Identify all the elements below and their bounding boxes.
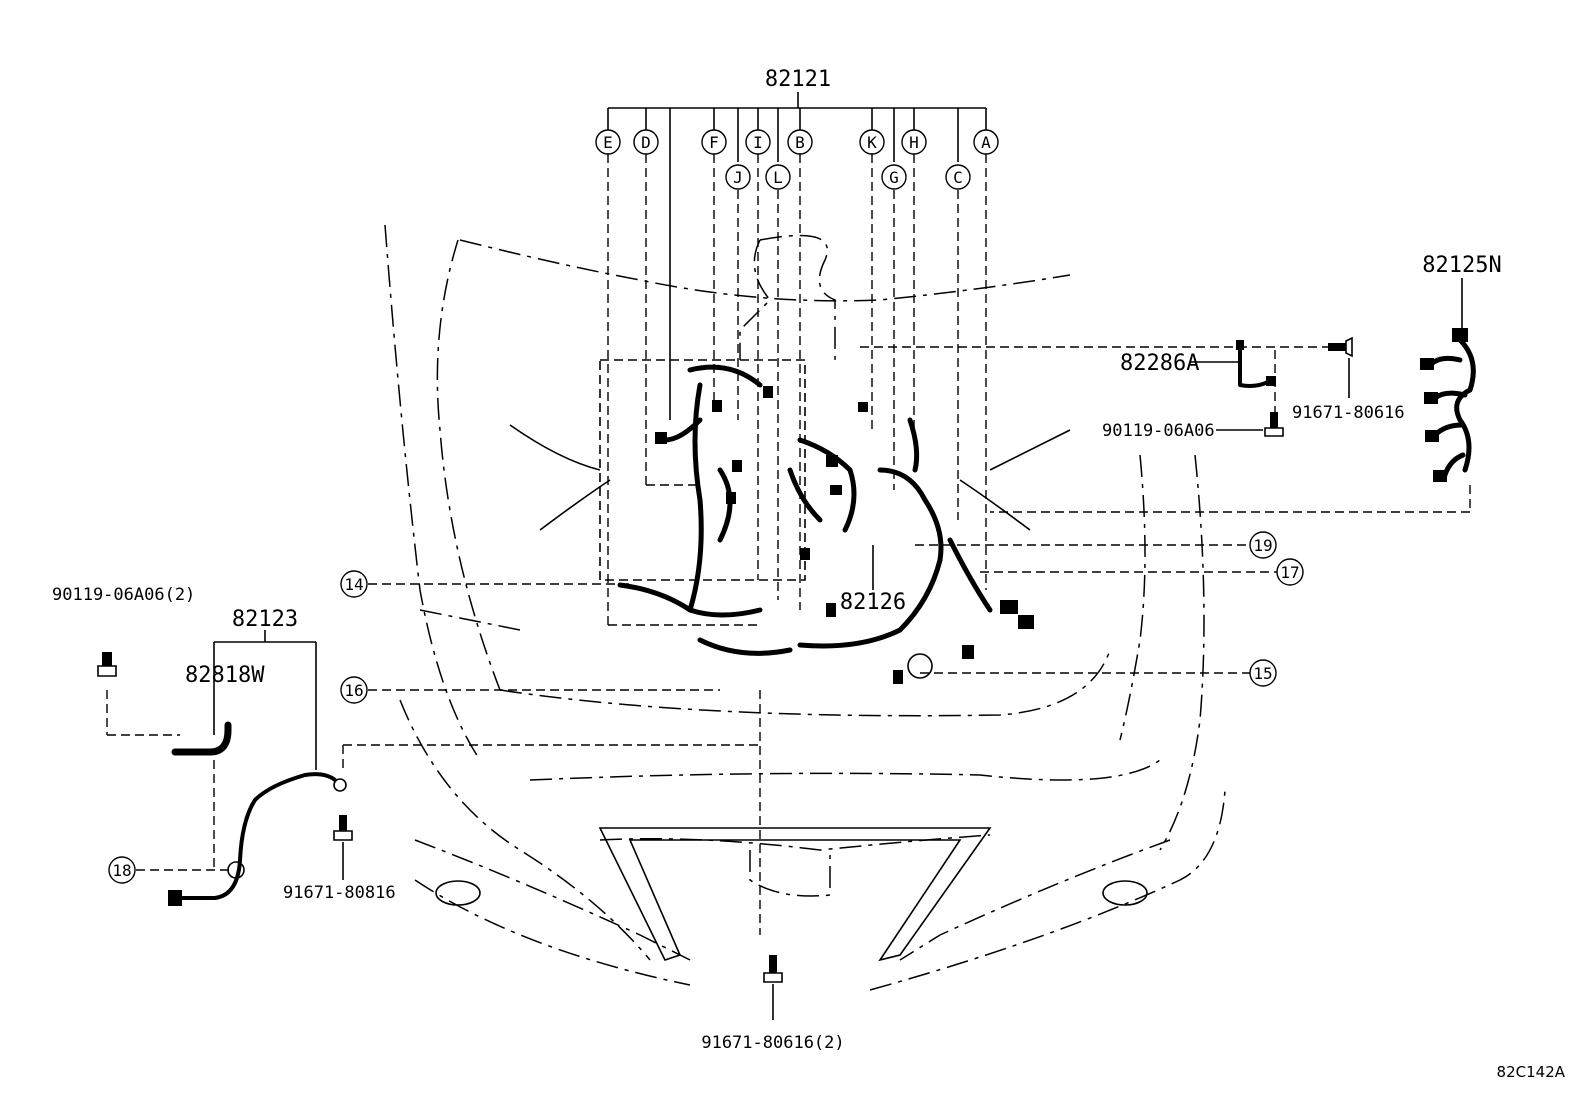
- callout-16: 16: [340, 676, 368, 704]
- label-91671-80616-top: 91671-80616: [1292, 403, 1405, 423]
- svg-text:B: B: [795, 133, 805, 152]
- connector-letter-j: J: [725, 164, 751, 190]
- callout-18: 18: [108, 856, 136, 884]
- ground-strap-82286a-drawing: [860, 336, 1353, 437]
- svg-text:E: E: [603, 133, 613, 152]
- label-82125n: 82125N: [1422, 253, 1501, 278]
- label-82286a: 82286A: [1120, 351, 1199, 376]
- svg-text:D: D: [641, 133, 651, 152]
- drawing-code: 82C142A: [1497, 1063, 1566, 1081]
- svg-text:I: I: [753, 133, 763, 152]
- engine-harness-drawing: [599, 359, 1034, 684]
- bolt-bottom-drawing: [759, 690, 783, 1020]
- callout-17: 17: [1276, 558, 1304, 586]
- callout-leaders-right: [872, 544, 1277, 674]
- label-91671-80816: 91671-80816: [283, 883, 396, 903]
- label-90119-06a06: 90119-06A06: [1102, 421, 1215, 441]
- label-82123: 82123: [232, 607, 298, 632]
- connector-letter-circles: E D F J I L B K G H C A: [595, 129, 999, 190]
- svg-text:19: 19: [1253, 536, 1272, 555]
- label-82818w: 82818W: [185, 663, 265, 688]
- connector-letter-g: G: [881, 164, 907, 190]
- svg-text:L: L: [773, 168, 783, 187]
- svg-text:18: 18: [112, 861, 131, 880]
- svg-text:16: 16: [344, 681, 363, 700]
- connector-letter-i: I: [745, 129, 771, 155]
- svg-text:J: J: [733, 168, 743, 187]
- harness-82125n-drawing: [990, 278, 1476, 513]
- connector-letter-k: K: [859, 129, 885, 155]
- callout-14: 14: [340, 570, 368, 598]
- connector-letter-b: B: [787, 129, 813, 155]
- connector-letter-l: L: [765, 164, 791, 190]
- harness-82123-drawing: [97, 630, 760, 906]
- connector-letter-d: D: [633, 129, 659, 155]
- harness-82121-leaders: [607, 92, 987, 626]
- connector-letter-e: E: [595, 129, 621, 155]
- svg-text:14: 14: [344, 575, 363, 594]
- connector-letter-h: H: [901, 129, 927, 155]
- label-90119-06a06-2: 90119-06A06(2): [52, 585, 195, 605]
- vehicle-outline: [384, 224, 1226, 991]
- callout-19: 19: [1249, 531, 1277, 559]
- svg-text:G: G: [889, 168, 899, 187]
- label-82121: 82121: [765, 67, 831, 92]
- label-82126: 82126: [840, 590, 906, 615]
- connector-letter-f: F: [701, 129, 727, 155]
- connector-letter-c: C: [945, 164, 971, 190]
- svg-text:F: F: [709, 133, 719, 152]
- svg-text:H: H: [909, 133, 919, 152]
- callout-15: 15: [1249, 659, 1277, 687]
- svg-text:C: C: [953, 168, 963, 187]
- svg-text:A: A: [981, 133, 991, 152]
- callout-leaders-left: [136, 583, 720, 871]
- svg-text:K: K: [867, 133, 877, 152]
- connector-letter-a: A: [973, 129, 999, 155]
- label-91671-80616-2: 91671-80616(2): [701, 1033, 844, 1053]
- svg-text:17: 17: [1280, 563, 1299, 582]
- svg-text:15: 15: [1253, 664, 1272, 683]
